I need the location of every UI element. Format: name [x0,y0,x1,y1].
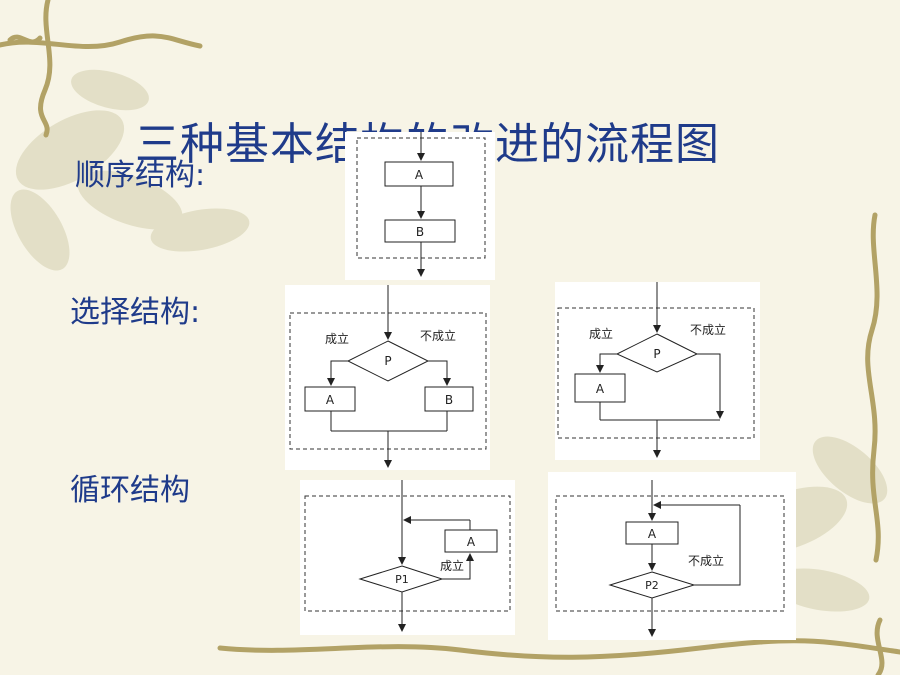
connector-line [694,505,741,586]
selection-flowchart-right: P 成立 不成立 A [555,282,760,460]
yes-label: 成立 [440,558,464,573]
process-box-b [384,219,456,243]
decision-diamond-p [346,340,430,382]
arrow [442,553,474,580]
yes-label: 成立 [589,326,613,341]
yes-label: 成立 [325,331,349,346]
dashed-frame [557,307,755,439]
box-a-label: A [596,382,605,396]
dashed-frame [304,495,511,612]
label-sequence: 顺序结构: [75,158,206,193]
box-a-label: A [326,393,335,407]
no-label: 不成立 [690,322,726,337]
sequence-flowchart: A B [345,132,495,280]
box-b-label: B [445,393,453,407]
loop-flowchart-right: A P2 不成立 [548,472,796,640]
decision-label: P [653,347,660,361]
box-a-label: A [415,168,424,182]
box-a-label: A [648,527,657,541]
decision-label: P [384,354,391,368]
dashed-frame [555,495,785,612]
process-box-a [574,373,626,403]
arrow [428,360,451,386]
box-a-label: A [467,535,476,549]
process-box-a [304,386,356,412]
arrow [596,353,617,373]
process-box-a [384,161,454,187]
arrow [327,360,348,386]
process-box-a [444,529,498,553]
box-b-label: B [416,225,424,239]
arrow [697,353,724,419]
process-box-b [424,386,474,412]
decision-label: P1 [395,573,409,586]
loop-flowchart-left: A P1 成立 [300,480,515,635]
decision-diamond-p [615,333,699,373]
selection-flowchart-left: P 成立 不成立 A B [285,285,490,470]
label-loop: 循环结构 [70,473,190,508]
no-label: 不成立 [688,553,724,568]
no-label: 不成立 [420,328,456,343]
label-selection: 选择结构: [70,295,201,330]
decision-label: P2 [645,579,659,592]
